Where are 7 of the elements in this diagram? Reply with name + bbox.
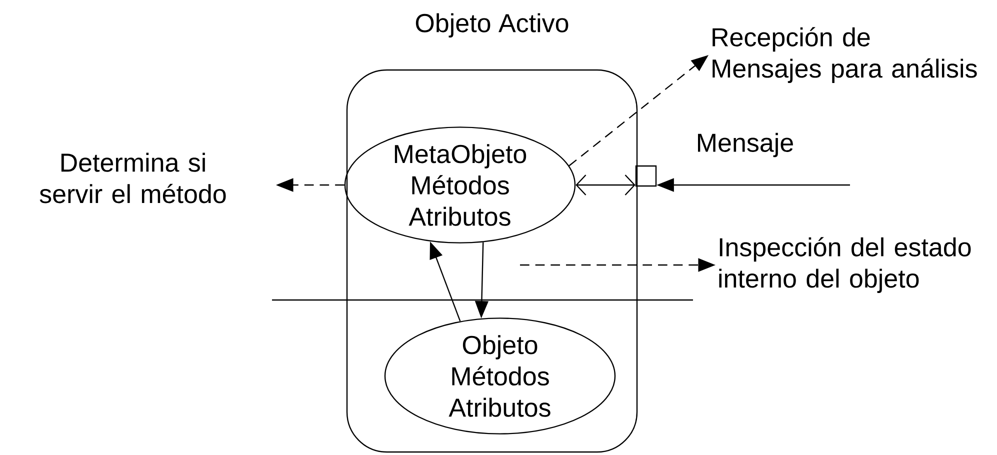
node-label: Objeto Activo (416, 13, 568, 38)
annotation-text: Inspección del estado interno del objeto (719, 237, 971, 293)
edge-label: Mensaje (694, 132, 796, 158)
port-box (635, 165, 657, 187)
arrow (576, 174, 636, 196)
annotation-text: Recepción de Mensajes para análisis (712, 27, 977, 83)
annotation-text: Determina si servir el método (40, 152, 226, 204)
